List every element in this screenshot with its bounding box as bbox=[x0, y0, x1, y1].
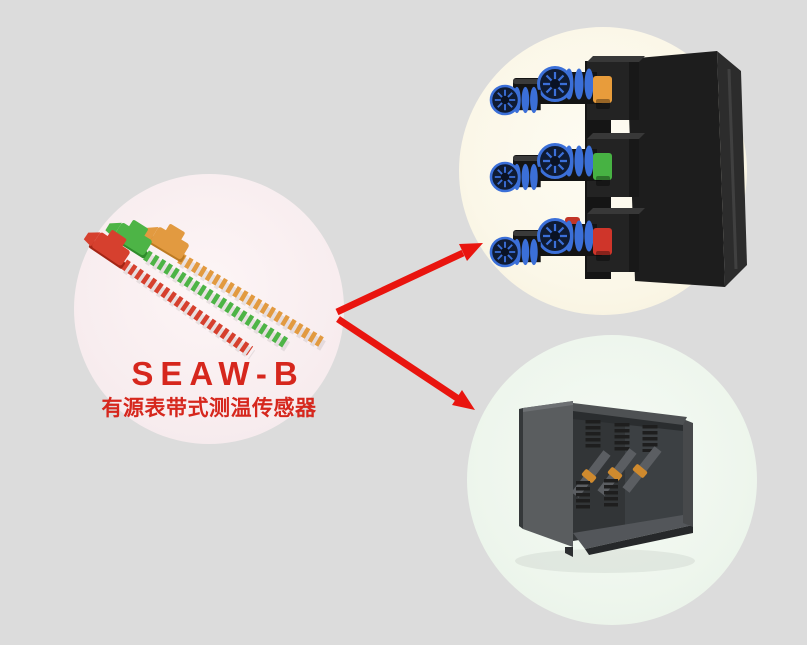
switchgear-rear-icon bbox=[489, 51, 747, 287]
rear-panel bbox=[627, 51, 725, 287]
cable-plug-back bbox=[537, 66, 597, 102]
pole-row-bottom bbox=[489, 208, 645, 272]
right-wall bbox=[683, 419, 693, 527]
inner-right-wall bbox=[625, 415, 683, 533]
strap-shadows bbox=[122, 254, 326, 360]
left-wall-edge bbox=[519, 408, 523, 529]
pole-row-top bbox=[489, 56, 645, 120]
strap-orange bbox=[142, 224, 324, 347]
bottom-insulators bbox=[576, 479, 618, 511]
cabinet-shadow bbox=[515, 549, 695, 573]
left-wall-top bbox=[523, 401, 573, 412]
cable-plug-front bbox=[489, 161, 541, 193]
phase-clip-top bbox=[593, 76, 612, 109]
wristband-sensors-icon bbox=[83, 220, 326, 360]
busbar-compartment-icon bbox=[515, 401, 695, 573]
panel-highlight bbox=[727, 68, 738, 270]
busbar-clamps bbox=[581, 464, 648, 483]
left-wall bbox=[523, 401, 573, 547]
arrow-to-switchgear-line bbox=[335, 249, 465, 316]
top-insulators bbox=[585, 420, 658, 452]
switchgear-bubble bbox=[459, 27, 747, 315]
strap-red bbox=[83, 230, 254, 356]
cable-plug-back bbox=[537, 143, 597, 179]
cabinet-floor bbox=[573, 515, 693, 549]
arrow-to-busbar-line bbox=[336, 316, 459, 401]
phase-clip-middle bbox=[593, 153, 612, 186]
phase-clip-bottom bbox=[593, 228, 612, 261]
cable-plug-back bbox=[537, 218, 597, 254]
top-panel bbox=[573, 403, 687, 425]
wall-lip bbox=[565, 547, 573, 557]
caption: SEAW-B 有源表带式测温传感器 bbox=[74, 356, 344, 420]
cable-plug-front bbox=[489, 236, 541, 268]
floor-edge bbox=[585, 525, 693, 555]
product-name: SEAW-B bbox=[131, 355, 305, 392]
cable-plug-front bbox=[489, 84, 541, 116]
product-description: 有源表带式测温传感器 bbox=[101, 396, 317, 420]
pole-row-middle bbox=[489, 133, 645, 197]
busbar-bubble bbox=[467, 335, 757, 625]
sensor-bubble: SEAW-B 有源表带式测温传感器 bbox=[74, 174, 344, 444]
